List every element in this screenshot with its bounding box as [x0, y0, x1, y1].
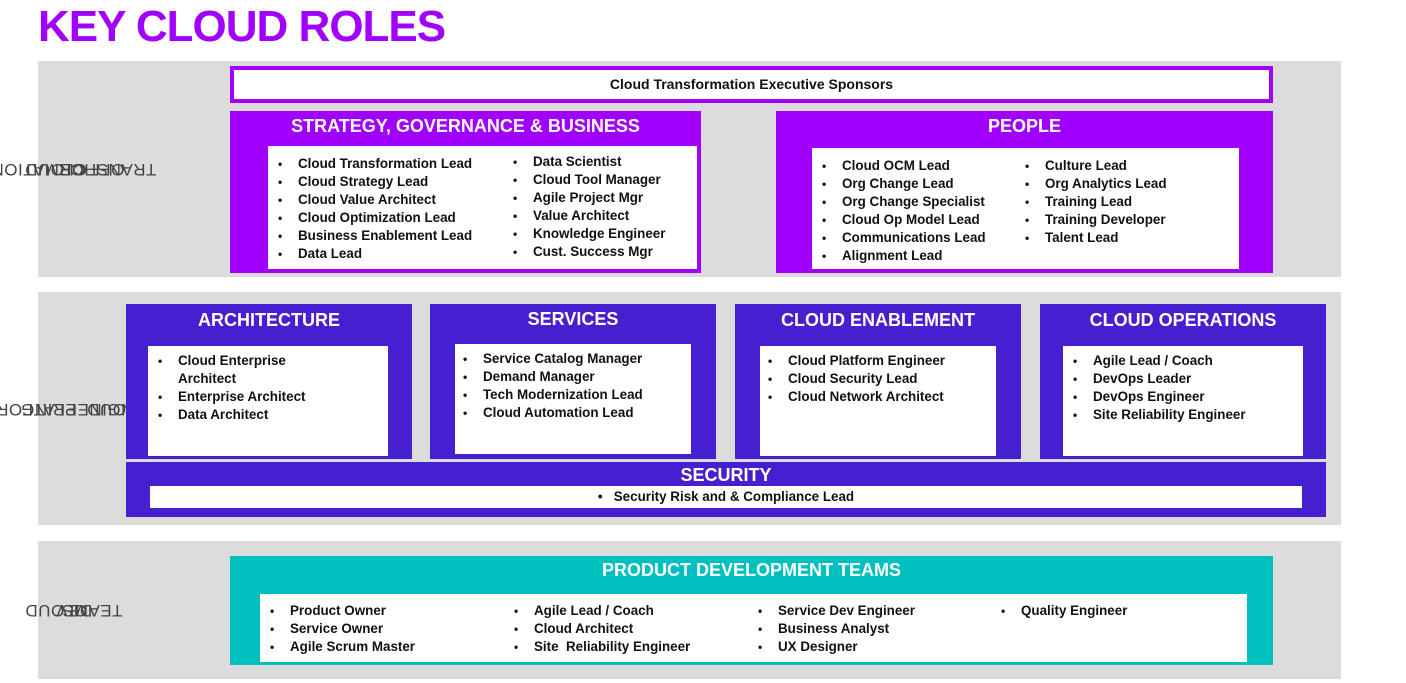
band-label-transformation: CLOUD TRANSFORMATION OFFICE	[0, 61, 157, 277]
list-item: Knowledge Engineer	[511, 225, 665, 243]
list-item: Cloud Value Architect	[276, 191, 472, 209]
cloud-enablement-list: Cloud Platform Engineer Cloud Security L…	[766, 352, 945, 406]
list-item: Cloud Security Lead	[766, 370, 945, 388]
list-item: Cloud Transformation Lead	[276, 155, 472, 173]
list-item: Training Lead	[1023, 193, 1167, 211]
cloud-operations-list: Agile Lead / Coach DevOps Leader DevOps …	[1071, 352, 1246, 424]
list-item: Enterprise Architect	[156, 388, 306, 406]
list-item: Product Owner	[268, 602, 415, 620]
security-title: SECURITY	[680, 465, 772, 485]
services-list-panel: Service Catalog Manager Demand Manager T…	[455, 344, 691, 454]
product-teams-box: PRODUCT DEVELOPMENT TEAMS Product Owner …	[230, 556, 1273, 665]
band-label-line: TEAMS	[61, 601, 123, 620]
list-item: Cloud Architect	[512, 620, 690, 638]
list-item: Communications Lead	[820, 229, 986, 247]
cloud-operations-title: CLOUD OPERATIONS	[1089, 310, 1277, 330]
band-label-platform: CLOUD PLATFORM ENGINEERING	[0, 292, 149, 525]
product-col-2: Agile Lead / Coach Cloud Architect Site …	[512, 602, 690, 656]
list-item: Agile Lead / Coach	[1071, 352, 1246, 370]
list-item: Training Developer	[1023, 211, 1167, 229]
security-panel: • Security Risk and & Compliance Lead	[150, 486, 1302, 508]
list-item: Cloud Tool Manager	[511, 171, 665, 189]
band-label-line: OFFICE	[59, 160, 125, 179]
list-item: Culture Lead	[1023, 157, 1167, 175]
list-item: Cloud Optimization Lead	[276, 209, 472, 227]
band-label-dev: CLOUD DEV TEAMS	[25, 541, 123, 679]
list-item: Cloud Platform Engineer	[766, 352, 945, 370]
list-item: Business Analyst	[756, 620, 915, 638]
people-list-panel: Cloud OCM Lead Org Change Lead Org Chang…	[812, 148, 1239, 269]
sponsors-box: Cloud Transformation Executive Sponsors	[230, 66, 1273, 103]
list-item: Service Dev Engineer	[756, 602, 915, 620]
people-col-1: Cloud OCM Lead Org Change Lead Org Chang…	[820, 157, 986, 265]
list-item: Service Owner	[268, 620, 415, 638]
list-item: Agile Scrum Master	[268, 638, 415, 656]
product-col-4: Quality Engineer	[999, 602, 1127, 620]
sponsors-label: Cloud Transformation Executive Sponsors	[609, 76, 894, 92]
list-item: Tech Modernization Lead	[461, 386, 643, 404]
page-title: KEY CLOUD ROLES	[38, 2, 446, 51]
list-item: Quality Engineer	[999, 602, 1127, 620]
cloud-enablement-box: CLOUD ENABLEMENT Cloud Platform Engineer…	[735, 304, 1021, 459]
cloud-enablement-title: CLOUD ENABLEMENT	[781, 310, 975, 330]
product-col-3: Service Dev Engineer Business Analyst UX…	[756, 602, 915, 656]
architecture-list: Cloud Enterprise Architect Enterprise Ar…	[156, 352, 306, 424]
list-item: Data Lead	[276, 245, 472, 263]
services-title: SERVICES	[527, 309, 619, 329]
list-item: Alignment Lead	[820, 247, 986, 265]
list-item: Org Analytics Lead	[1023, 175, 1167, 193]
list-item: Cloud Network Architect	[766, 388, 945, 406]
list-item: Data Architect	[156, 406, 306, 424]
strategy-list-panel: Cloud Transformation Lead Cloud Strategy…	[268, 146, 697, 269]
list-item: UX Designer	[756, 638, 915, 656]
list-item: Demand Manager	[461, 368, 643, 386]
architecture-list-panel: Cloud Enterprise Architect Enterprise Ar…	[148, 346, 388, 456]
list-item: Service Catalog Manager	[461, 350, 643, 368]
strategy-col-2: Data Scientist Cloud Tool Manager Agile …	[511, 153, 665, 261]
list-item: Value Architect	[511, 207, 665, 225]
list-item: Architect	[178, 371, 237, 386]
list-item: Org Change Lead	[820, 175, 986, 193]
strategy-title: STRATEGY, GOVERNANCE & BUSINESS	[291, 116, 640, 136]
product-teams-panel: Product Owner Service Owner Agile Scrum …	[260, 594, 1247, 662]
list-item: Cloud Automation Lead	[461, 404, 643, 422]
list-item: Cloud Strategy Lead	[276, 173, 472, 191]
security-box: SECURITY • Security Risk and & Complianc…	[126, 462, 1326, 517]
people-col-2: Culture Lead Org Analytics Lead Training…	[1023, 157, 1167, 247]
list-item: Site Reliability Engineer	[512, 638, 690, 656]
list-item: Cloud Op Model Lead	[820, 211, 986, 229]
list-item: Data Scientist	[511, 153, 665, 171]
list-item: Site Reliability Engineer	[1071, 406, 1246, 424]
list-item: Agile Project Mgr	[511, 189, 665, 207]
security-item: • Security Risk and & Compliance Lead	[597, 489, 855, 504]
product-col-1: Product Owner Service Owner Agile Scrum …	[268, 602, 415, 656]
people-title: PEOPLE	[987, 116, 1062, 136]
list-item: Cloud Enterprise	[156, 352, 306, 370]
architecture-title: ARCHITECTURE	[198, 310, 340, 330]
list-item: Cloud OCM Lead	[820, 157, 986, 175]
architecture-box: ARCHITECTURE Cloud Enterprise Architect …	[126, 304, 412, 459]
list-item: Agile Lead / Coach	[512, 602, 690, 620]
services-box: SERVICES Service Catalog Manager Demand …	[430, 304, 716, 459]
list-item: Business Enablement Lead	[276, 227, 472, 245]
strategy-box: STRATEGY, GOVERNANCE & BUSINESS Cloud Tr…	[230, 111, 701, 273]
cloud-enablement-list-panel: Cloud Platform Engineer Cloud Security L…	[760, 346, 996, 456]
product-teams-title: PRODUCT DEVELOPMENT TEAMS	[601, 560, 901, 580]
list-item: Cust. Success Mgr	[511, 243, 665, 261]
services-list: Service Catalog Manager Demand Manager T…	[461, 350, 643, 422]
strategy-col-1: Cloud Transformation Lead Cloud Strategy…	[276, 155, 472, 263]
list-item: DevOps Engineer	[1071, 388, 1246, 406]
list-item: Org Change Specialist	[820, 193, 986, 211]
list-item: Talent Lead	[1023, 229, 1167, 247]
cloud-operations-list-panel: Agile Lead / Coach DevOps Leader DevOps …	[1063, 346, 1303, 456]
cloud-operations-box: CLOUD OPERATIONS Agile Lead / Coach DevO…	[1040, 304, 1326, 459]
list-item: DevOps Leader	[1071, 370, 1246, 388]
people-box: PEOPLE Cloud OCM Lead Org Change Lead Or…	[776, 111, 1273, 273]
